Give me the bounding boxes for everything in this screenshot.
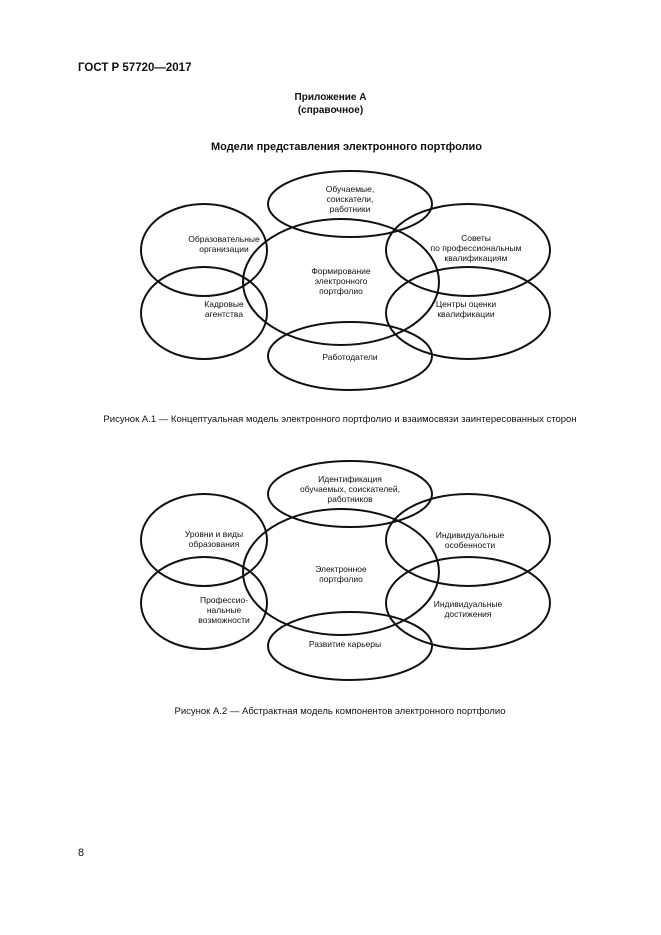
- ellipse-right-top: [385, 203, 551, 297]
- ellipse-left-top: [140, 493, 268, 587]
- ellipse-top: [267, 460, 433, 528]
- page-number: 8: [78, 847, 85, 859]
- ellipse-center: [242, 508, 440, 636]
- appendix-title: Приложение А: [294, 92, 367, 103]
- label-bottom: Развитие карьеры: [309, 639, 381, 649]
- ellipse-right-bottom: [385, 266, 551, 360]
- section-title: Модели представления электронного портфо…: [210, 141, 483, 153]
- label-top: Обучаемые,соискатели,работники: [326, 184, 374, 214]
- figure-1-diagram: Обучаемые,соискатели,работники Образоват…: [140, 170, 551, 391]
- ellipse-right-bottom: [385, 556, 551, 650]
- ellipse-left-bottom: [140, 556, 268, 650]
- ellipse-left-top: [140, 203, 268, 297]
- ellipse-center: [242, 218, 440, 346]
- appendix-note: (справочное): [297, 105, 364, 116]
- label-bottom: Работодатели: [322, 352, 378, 362]
- ellipse-right-top: [385, 493, 551, 587]
- ellipse-left-bottom: [140, 266, 268, 360]
- ellipse-bottom: [267, 611, 433, 681]
- ellipse-bottom: [267, 321, 433, 391]
- figure-2-caption: Рисунок А.2 — Абстрактная модель компоне…: [174, 706, 506, 717]
- document-code: ГОСТ Р 57720—2017: [78, 62, 192, 74]
- figure-1-caption: Рисунок А.1 — Концептуальная модель элек…: [103, 414, 577, 425]
- ellipse-top: [267, 170, 433, 238]
